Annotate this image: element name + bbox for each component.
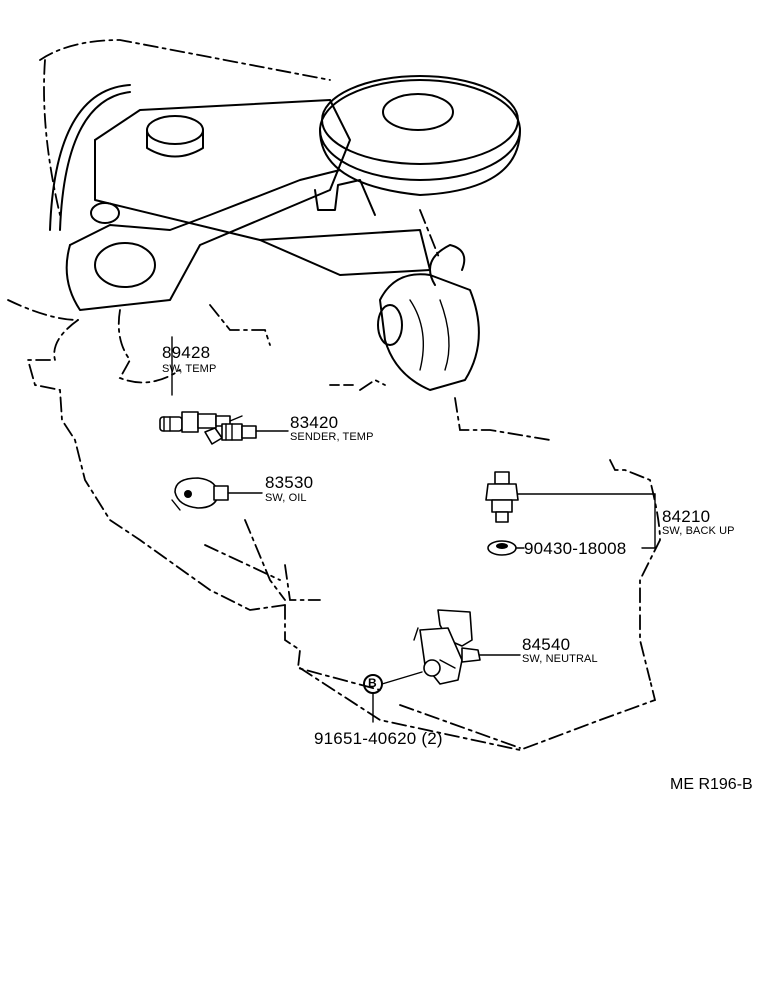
part-number-89428: 89428 (162, 343, 211, 362)
part-number-84210: 84210 (662, 507, 711, 526)
part-number-84540: 84540 (522, 635, 571, 654)
part-90430-18008-icon (487, 540, 656, 556)
callout-b-symbol: B (368, 676, 377, 690)
reference-code: ME R196-B (670, 776, 753, 793)
part-84210-icon (485, 471, 656, 549)
part-89428-icon (159, 336, 243, 433)
part-desc-84210: SW, BACK UP (662, 525, 735, 537)
engine-outline (7, 39, 661, 751)
part-desc-83420: SENDER, TEMP (290, 431, 374, 443)
part-83530-icon (171, 477, 263, 511)
part-number-90430-18008: 90430-18008 (524, 539, 627, 558)
part-desc-89428: SW, TEMP (162, 363, 217, 375)
part-desc-83530: SW, OIL (265, 492, 307, 504)
part-number-83530: 83530 (265, 473, 314, 492)
part-84540-icon (413, 609, 521, 685)
part-desc-84540: SW, NEUTRAL (522, 653, 598, 665)
part-number-91651-40620: 91651-40620 (2) (314, 729, 443, 748)
engine-upper-detail (49, 75, 521, 391)
part-number-83420: 83420 (290, 413, 339, 432)
part-83420-icon (204, 423, 289, 445)
callout-b-leader (363, 671, 423, 723)
